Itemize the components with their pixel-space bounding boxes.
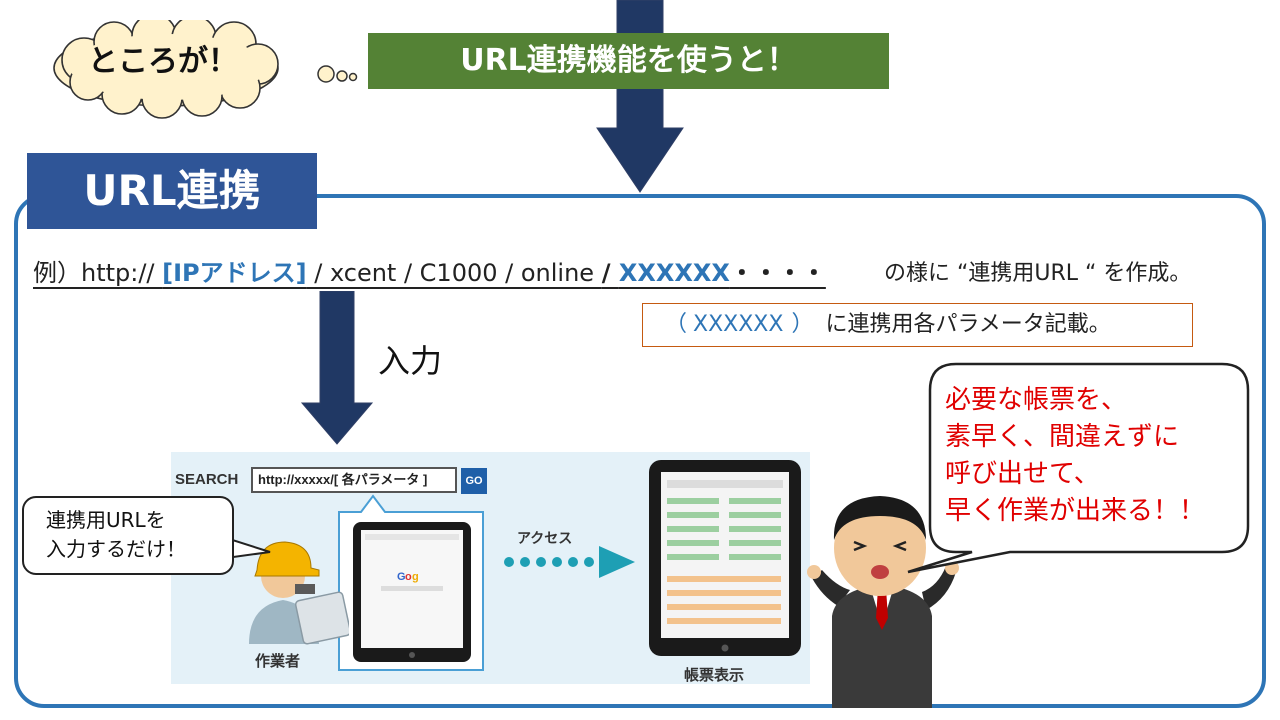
- report-label: 帳票表示: [684, 666, 745, 684]
- param-code: XXXXXX: [693, 312, 784, 337]
- report-tablet-icon: [649, 460, 801, 656]
- businessman-icon: [807, 496, 959, 708]
- speech-bubble-right: [907, 362, 1250, 574]
- speech-right-text: 必要な帳票を、 素早く、間違えずに 呼び出せて、 早く作業が出来る！！: [945, 382, 1245, 530]
- speech-bubble-left: 連携用URLを 入力するだけ！: [22, 496, 234, 575]
- tablet-callout-icon: G o g: [338, 494, 484, 671]
- feature-banner: URL連携機能を使うと！: [368, 33, 889, 89]
- down-arrow-icon: [596, 0, 684, 193]
- param-close: ）: [791, 312, 814, 337]
- workflow-illustration: SEARCH http://xxxxx/[ 各パラメータ ] GO G o g …: [171, 452, 810, 684]
- speech-right-line4: 早く作業が出来る！！: [945, 496, 1206, 526]
- url-example: 例）http:// [IPアドレス] / xcent / C1000 / onl…: [33, 253, 873, 288]
- thought-cloud-icon: [53, 20, 358, 119]
- input-arrow-icon: [300, 291, 374, 445]
- access-label: アクセス: [517, 531, 573, 547]
- svg-text:o: o: [405, 571, 412, 583]
- url-ip-placeholder: [IPアドレス]: [162, 259, 307, 287]
- url-xxx-placeholder: XXXXXX: [618, 259, 730, 287]
- svg-text:g: g: [412, 571, 419, 583]
- param-open: （: [665, 312, 688, 337]
- url-prefix: 例）http://: [33, 259, 163, 287]
- url-dots: ・・・・: [729, 259, 826, 287]
- worker-label: 作業者: [255, 652, 301, 670]
- svg-text:G: G: [397, 571, 406, 583]
- url-search-field: http://xxxxx/[ 各パラメータ ]: [251, 467, 457, 493]
- panel-title: URL連携: [27, 153, 317, 229]
- cloud-text: ところが！: [88, 44, 238, 79]
- param-text: に連携用各パラメータ記載。: [825, 312, 1111, 337]
- worker-icon: [249, 541, 349, 645]
- speech-right-line1: 必要な帳票を、: [945, 385, 1128, 415]
- go-button: GO: [461, 468, 487, 494]
- speech-left-line1: 連携用URLを: [46, 508, 166, 532]
- input-label: 入力: [378, 342, 443, 380]
- url-description: の様に “連携用URL “ を作成。: [884, 261, 1192, 286]
- speech-right-line2: 素早く、間違えずに: [945, 422, 1180, 452]
- speech-right-line3: 呼び出せて、: [945, 459, 1100, 489]
- speech-left-line2: 入力するだけ！: [46, 537, 186, 561]
- url-middle: / xcent / C1000 / online: [306, 259, 602, 287]
- access-arrow-icon: [504, 546, 635, 578]
- param-note-box: （XXXXXX ） に連携用各パラメータ記載。: [642, 303, 1193, 347]
- url-slash: /: [601, 259, 619, 287]
- search-label: SEARCH: [175, 471, 239, 488]
